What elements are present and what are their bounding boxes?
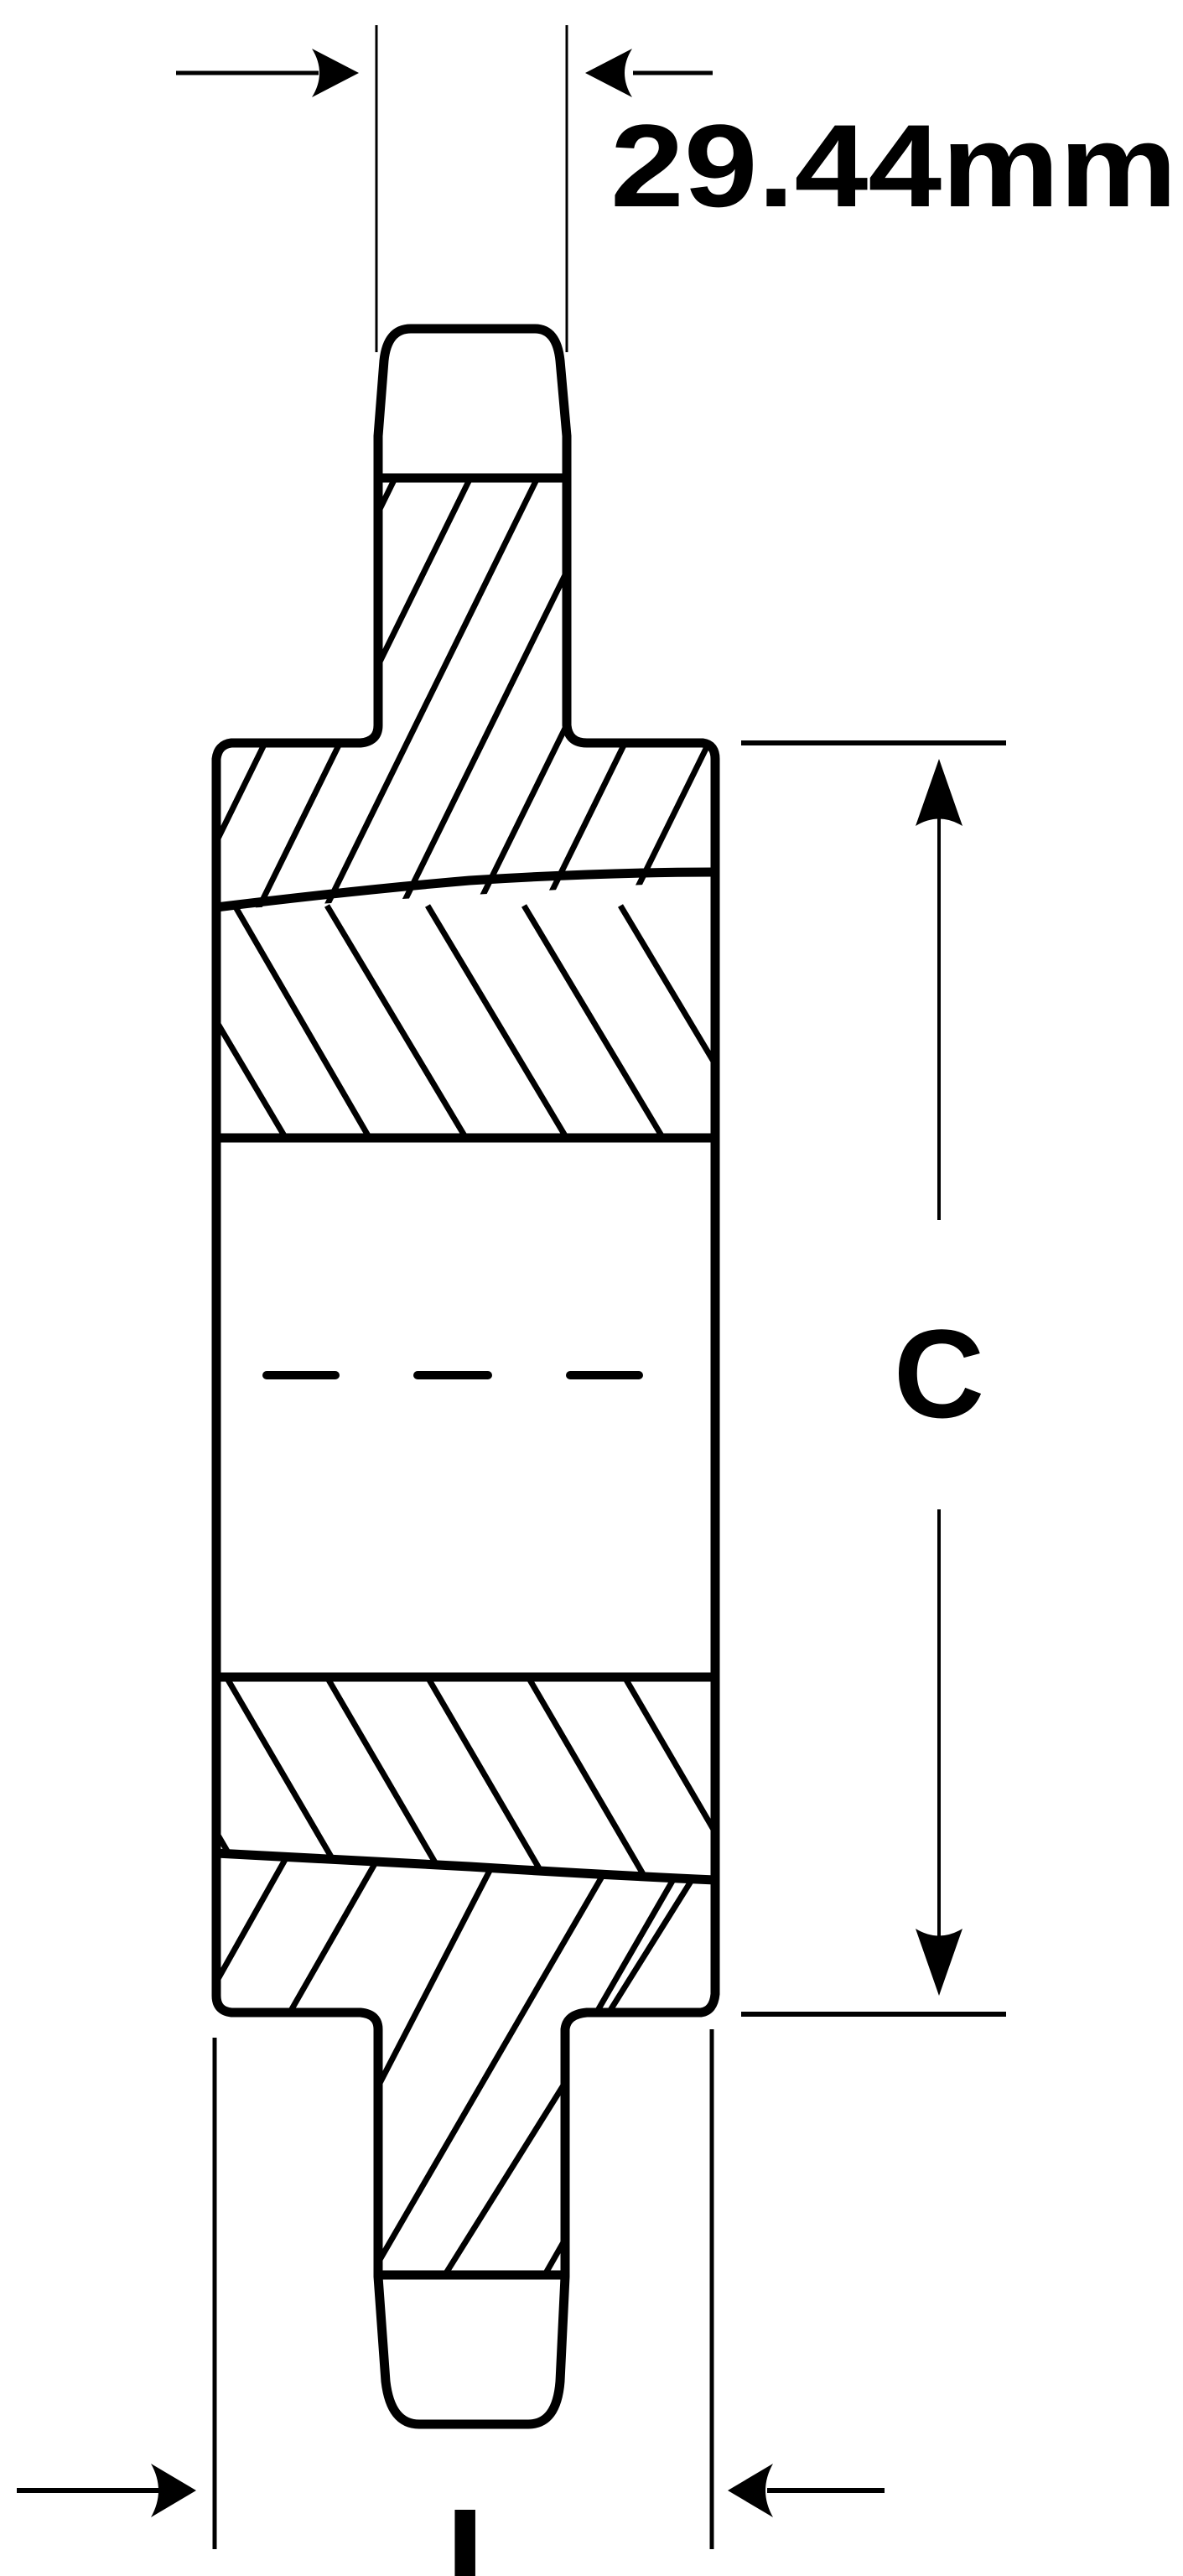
lower-split-line [215, 1848, 716, 1885]
arrowhead-right-icon [312, 49, 359, 97]
hub-diameter-label: C [894, 1303, 984, 1444]
tooth-width-label: 29.44mm [610, 100, 1177, 231]
arrowhead-left-icon [585, 49, 632, 97]
arrowhead-up-icon [916, 759, 962, 826]
hub-length-label: L [445, 2480, 532, 2576]
upper-hatch [218, 476, 715, 910]
upper-split-line [215, 867, 716, 912]
arrowhead-down-icon [916, 1929, 962, 1996]
upper-hub-hatch [218, 904, 715, 1137]
hub-diameter-dimension: C [741, 740, 1006, 2017]
arrowhead-left-icon [728, 2464, 773, 2517]
arrowhead-right-icon [151, 2464, 196, 2517]
lower-hatch [218, 1853, 715, 2277]
lower-hub-hatch [218, 1677, 715, 1878]
tooth-width-dimension: 29.44mm [176, 25, 1177, 352]
hub-length-dimension: L [17, 2029, 885, 2576]
sprocket-outline [211, 324, 720, 2429]
